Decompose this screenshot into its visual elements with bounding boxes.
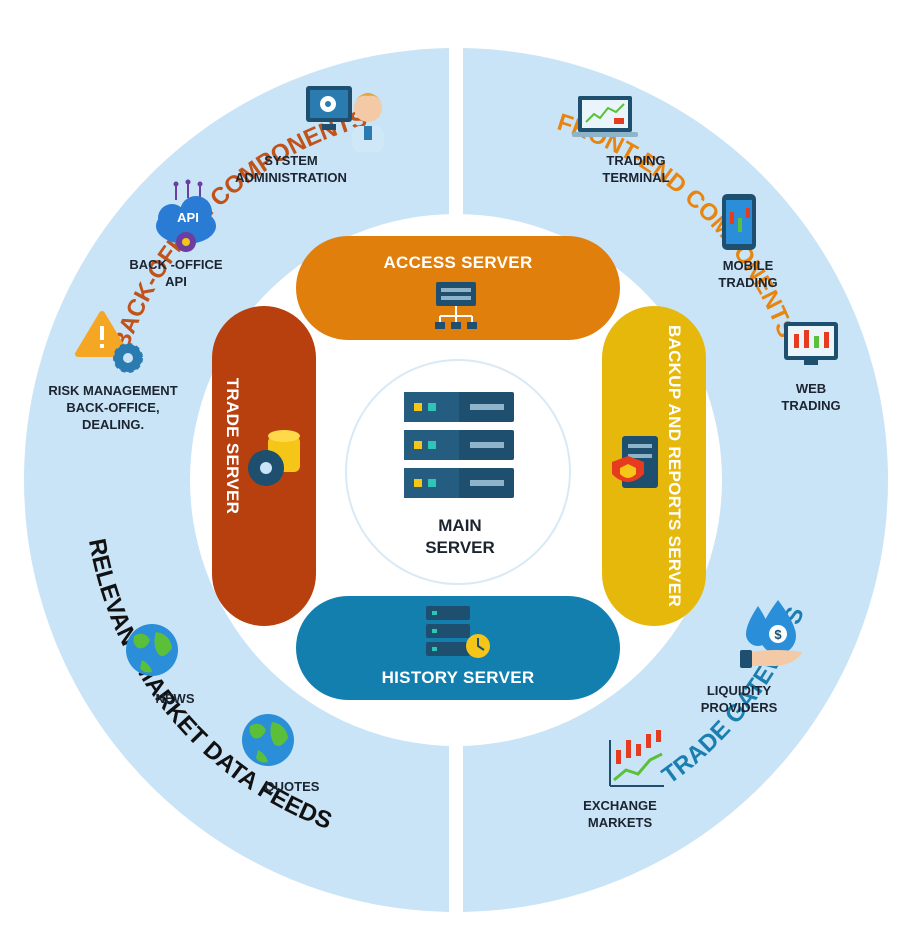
web-trading-label: WEB TRADING — [781, 381, 841, 413]
shield-server-icon — [612, 436, 658, 488]
history-server-label: HISTORY SERVER — [381, 668, 535, 687]
trading-terminal-label: TRADING TERMINAL — [602, 153, 670, 185]
globe-icon — [126, 624, 178, 676]
backup-server-label: BACKUP AND REPORTS SERVER — [665, 324, 684, 608]
risk-management-label: RISK MANAGEMENT BACK-OFFICE, DEALING. — [48, 383, 178, 432]
coins-gear-icon — [248, 430, 300, 486]
news-label: NEWS — [155, 691, 195, 706]
phone-chart-icon — [722, 194, 756, 250]
quotes-label: QUOTES — [264, 779, 320, 794]
system-administration-label: SYSTEM ADMINISTRATION — [235, 153, 347, 185]
globe-icon — [242, 714, 294, 766]
api-badge-text: API — [177, 210, 199, 225]
warning-gear-icon — [75, 311, 143, 373]
money-drop-hand-icon: $ — [740, 600, 802, 668]
api-cloud-icon: API — [156, 179, 216, 252]
access-server-label: ACCESS SERVER — [383, 253, 533, 272]
admin-gear-monitor-icon — [306, 86, 384, 152]
svg-text:$: $ — [774, 627, 782, 642]
main-server-label: MAIN SERVER — [425, 516, 495, 557]
liquidity-providers-label: LIQUIDITY PROVIDERS — [700, 683, 778, 715]
laptop-chart-icon — [572, 96, 638, 137]
network-server-icon — [435, 282, 477, 329]
server-clock-icon — [426, 606, 490, 658]
trade-server-label: TRADE SERVER — [223, 377, 242, 515]
candlestick-chart-icon — [609, 730, 664, 787]
back-office-api-label: BACK -OFFICE API — [129, 257, 223, 289]
mobile-trading-label: MOBILE TRADING — [718, 258, 778, 290]
server-rack-icon — [404, 392, 514, 498]
monitor-chart-icon — [784, 322, 838, 365]
exchange-markets-label: EXCHANGE MARKETS — [583, 798, 657, 830]
